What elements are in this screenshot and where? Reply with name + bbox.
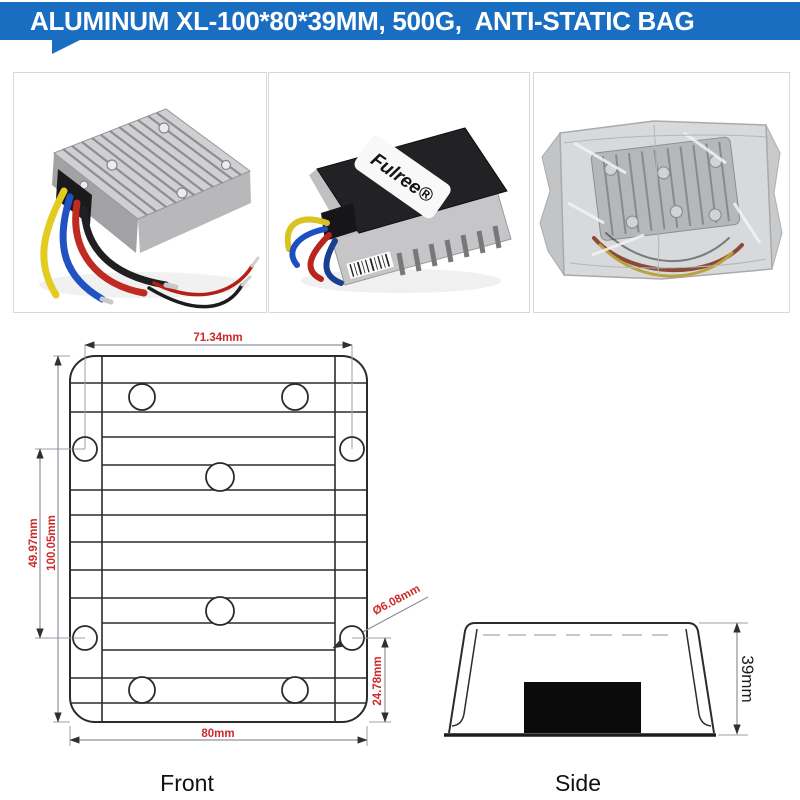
wires <box>40 187 260 309</box>
product-photo-heatsink <box>13 72 267 313</box>
bag-glare <box>567 131 762 257</box>
dim-side-height-label: 39mm <box>738 655 757 702</box>
barcode-sticker <box>345 250 396 281</box>
dimension-lines <box>36 341 429 744</box>
technical-drawing: 71.34mm 49.97mm 100.05mm Ø6.08mm 24.78mm… <box>28 332 757 796</box>
connector-block <box>524 682 641 733</box>
converter-base <box>326 176 512 286</box>
bag-illustration <box>539 120 783 280</box>
mounting-holes <box>72 383 365 704</box>
side-inner-walls <box>451 628 712 727</box>
front-view-caption: Front <box>160 770 214 796</box>
bag-creases <box>563 124 769 278</box>
hole-center-ticks <box>73 438 364 639</box>
heatsink-inside-bag <box>590 136 741 241</box>
dim-body-width-label: 80mm <box>201 728 234 740</box>
wire-connector <box>321 203 357 241</box>
banner-pointer-triangle <box>52 40 80 54</box>
front-outline <box>69 355 368 723</box>
front-fins-full <box>70 382 367 704</box>
dim-hole-dia-label: Ø6.08mm <box>371 583 422 618</box>
product-photo-anti-static-bag <box>533 72 790 313</box>
extension-lines <box>35 345 391 746</box>
product-photo-fulree-top: Fulree® <box>268 72 530 313</box>
dim-hole-spacing-label: 49.97mm <box>28 518 40 567</box>
heatsink-fins <box>62 112 242 216</box>
fulree-box-illustration: Fulree® <box>284 127 512 293</box>
side-view-caption: Side <box>555 770 601 796</box>
wires <box>284 216 344 286</box>
base-fin-slots <box>396 225 502 276</box>
screw-holes <box>79 122 232 199</box>
side-outline <box>448 622 715 734</box>
dim-body-height-label: 100.05mm <box>46 515 58 571</box>
side-view: 39mm <box>444 622 757 737</box>
dim-top-width-label: 71.34mm <box>193 332 242 344</box>
product-photos-row: Fulree® <box>0 72 800 313</box>
heatsink-body <box>52 108 251 253</box>
heatsink-illustration <box>39 108 260 309</box>
title-banner: ALUMINUM XL-100*80*39MM, 500G, ANTI-STAT… <box>0 2 800 40</box>
front-view: 71.34mm 49.97mm 100.05mm Ø6.08mm 24.78mm… <box>28 332 429 746</box>
dim-hole-offset-label: 24.78mm <box>372 656 384 705</box>
page-title: ALUMINUM XL-100*80*39MM, 500G, ANTI-STAT… <box>30 5 695 36</box>
front-vertical-grooves <box>101 356 336 722</box>
